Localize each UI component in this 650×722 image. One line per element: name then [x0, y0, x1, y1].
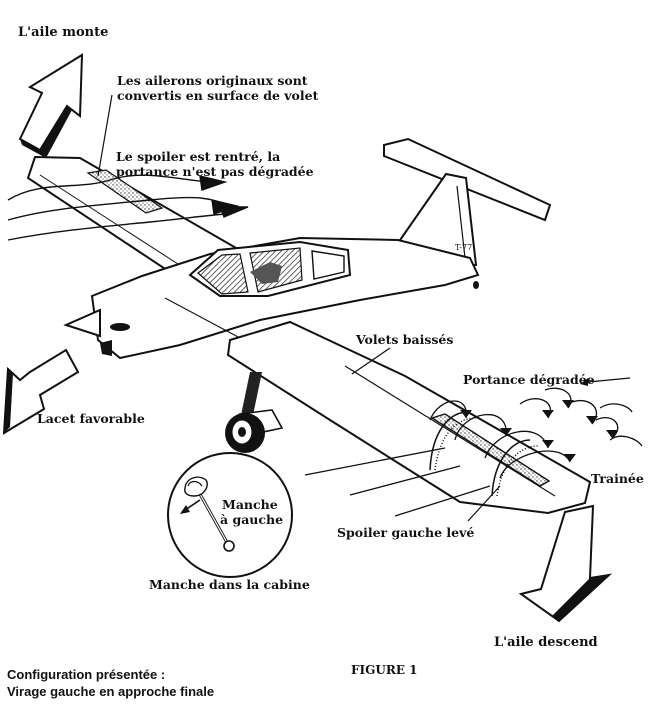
favorable-yaw-arrow: [2, 348, 80, 435]
leader-lines: [97, 94, 501, 522]
ailerons-note-line2: convertis en surface de volet: [117, 88, 319, 103]
spoiler-retracted-line2: portance n'est pas dégradée: [116, 164, 314, 179]
wing-up-arrow: [18, 53, 84, 158]
wing-down-label: L'aile descend: [494, 635, 598, 650]
canopy: [188, 240, 352, 297]
propeller-spinner: [63, 308, 101, 338]
stick-left-line2: à gauche: [220, 512, 284, 527]
wing-down-arrow: [518, 504, 613, 623]
spoiler-vortices: [429, 411, 539, 497]
flaps-down-label: Volets baissés: [356, 332, 454, 347]
configuration-caption-line1: Configuration présentée :: [7, 667, 166, 682]
drag-label: Trainée: [591, 471, 644, 486]
ailerons-note-line1: Les ailerons originaux sont: [117, 73, 308, 88]
stick-in-cockpit-label: Manche dans la cabine: [149, 577, 310, 592]
favorable-yaw-label: Lacet favorable: [37, 411, 145, 426]
landing-gear: [225, 281, 479, 453]
figure-number: FIGURE 1: [351, 663, 418, 677]
degraded-lift-label: Portance dégradée: [463, 372, 595, 387]
airflow-spoiler: [304, 377, 643, 517]
stick-left-line1: Manche: [222, 497, 278, 512]
tail-registration: T-77: [455, 243, 473, 252]
left-spoiler-up-label: Spoiler gauche levé: [337, 525, 475, 540]
wing-up-label: L'aile monte: [18, 25, 109, 40]
configuration-caption-line2: Virage gauche en approche finale: [7, 684, 215, 699]
airflow-upper-wing: [7, 174, 249, 241]
cockpit-inset: [167, 452, 293, 578]
spoiler-retracted-line1: Le spoiler est rentré, la: [116, 149, 281, 164]
